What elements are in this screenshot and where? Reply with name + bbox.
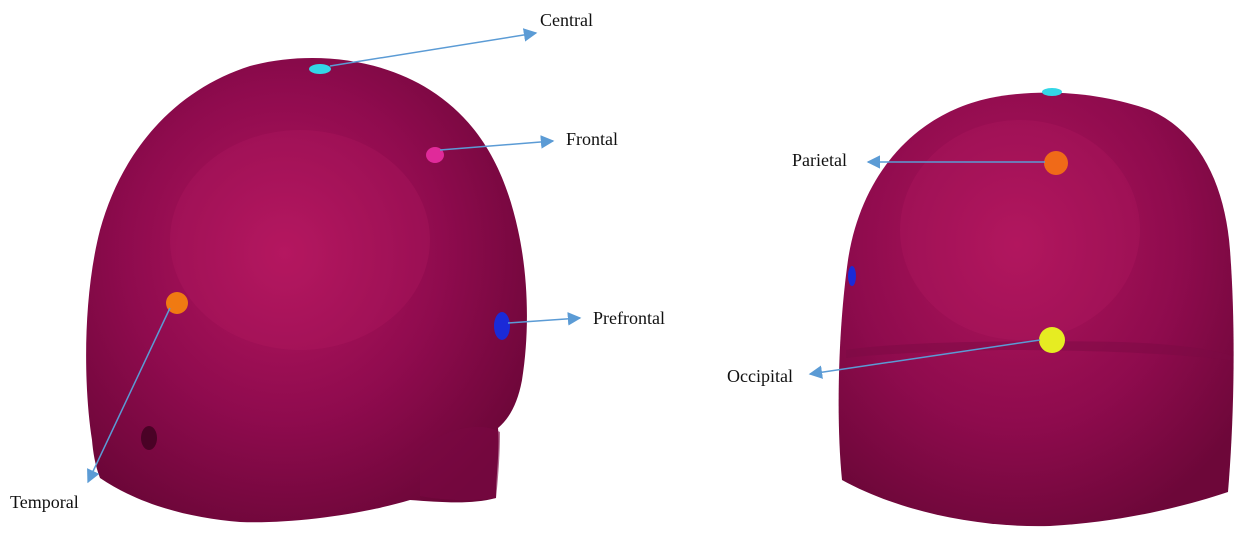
frontal-label: Frontal: [566, 129, 618, 149]
right-top-electrode-edge: [1042, 88, 1062, 96]
parietal-electrode: [1044, 151, 1068, 175]
occipital-label: Occipital: [727, 366, 793, 386]
temporal-label: Temporal: [10, 492, 79, 512]
central-label: Central: [540, 10, 593, 30]
left-head-highlight: [170, 130, 430, 350]
left-head-view: Central Frontal Prefrontal Temporal: [10, 10, 665, 522]
occipital-electrode: [1039, 327, 1065, 353]
central-arrow: [330, 33, 536, 66]
parietal-label: Parietal: [792, 150, 847, 170]
right-ear-edge: [848, 266, 856, 286]
right-head-view: Parietal Occipital: [727, 88, 1234, 526]
prefrontal-label: Prefrontal: [593, 308, 665, 328]
central-electrode: [309, 64, 331, 74]
right-head-highlight: [900, 120, 1140, 340]
left-ear-hole: [141, 426, 157, 450]
prefrontal-electrode: [494, 312, 510, 340]
